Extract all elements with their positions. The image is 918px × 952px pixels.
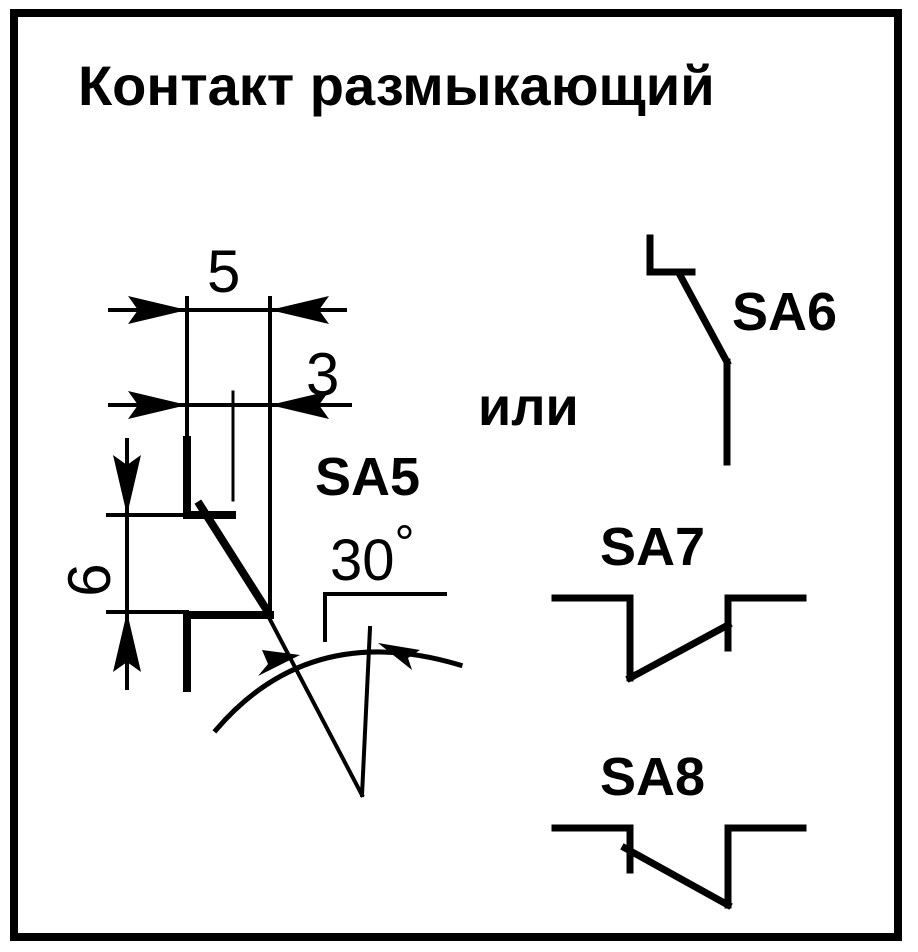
arrow-head	[128, 296, 187, 324]
sa7-symbol	[551, 594, 807, 683]
sa6-symbol	[646, 234, 732, 466]
designation-sa5: SA5	[315, 447, 420, 507]
dimension-label-6: 6	[56, 563, 123, 596]
arrow-head	[113, 455, 141, 515]
page-title: Контакт размыкающий	[78, 54, 715, 117]
border-frame	[10, 9, 902, 941]
dimension-label-5: 5	[207, 238, 240, 305]
arrow-head	[270, 391, 329, 419]
dimension-label-3: 3	[306, 341, 339, 408]
arrow-head	[128, 391, 187, 419]
designation-sa7: SA7	[600, 517, 705, 577]
sa5-symbol	[106, 296, 464, 798]
angle-label-30: 30°	[330, 515, 415, 593]
arrow-head	[113, 612, 141, 672]
arrow-head	[258, 650, 300, 676]
designation-sa8: SA8	[600, 747, 705, 807]
or-label: или	[478, 377, 579, 437]
arrow-head	[378, 643, 420, 670]
designation-sa6: SA6	[732, 282, 837, 342]
sa8-symbol	[551, 824, 807, 910]
arrow-head	[270, 296, 329, 324]
